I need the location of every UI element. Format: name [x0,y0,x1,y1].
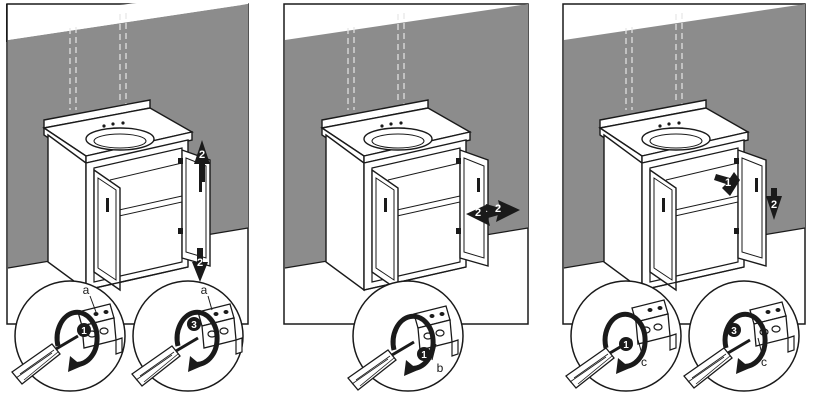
vanity-cabinet-icon [599,99,767,291]
step-marker-label: 3 [191,320,197,331]
callout-1c [564,280,682,392]
step-marker-label: 3 [731,326,737,337]
arrow-label: 2 [475,207,481,219]
panel-3 [562,3,806,392]
callout-1b [346,280,464,392]
step-marker [619,337,633,351]
panel-2 [283,3,529,392]
step-marker-label: 1 [81,326,87,337]
part-label: a [83,283,90,297]
vanity-cabinet-icon [43,99,211,291]
callout-1a [10,280,126,392]
step-marker [727,323,741,337]
step-marker [77,323,91,337]
step-marker [417,347,431,361]
panel-1 [6,0,249,392]
step-marker-label: 1 [421,350,427,361]
arrow-label: 2 [199,149,205,161]
arrow-label: 2 [495,203,501,215]
direction-arrow-icon [714,172,782,220]
part-label: c [761,355,767,369]
callout-3c [682,280,800,392]
step-marker-label: 1 [623,340,629,351]
arrow-label: 2 [197,257,203,269]
arrow-label: 2 [771,199,777,211]
step-marker [187,317,201,331]
part-label: c [641,355,647,369]
part-label: a [201,283,208,297]
direction-arrow-icon [466,200,520,226]
part-label: b [437,361,444,375]
arrow-label: 1 [725,177,731,189]
vanity-cabinet-icon [321,99,489,291]
direction-arrow-icon [192,140,210,282]
callout-3a [130,280,244,392]
